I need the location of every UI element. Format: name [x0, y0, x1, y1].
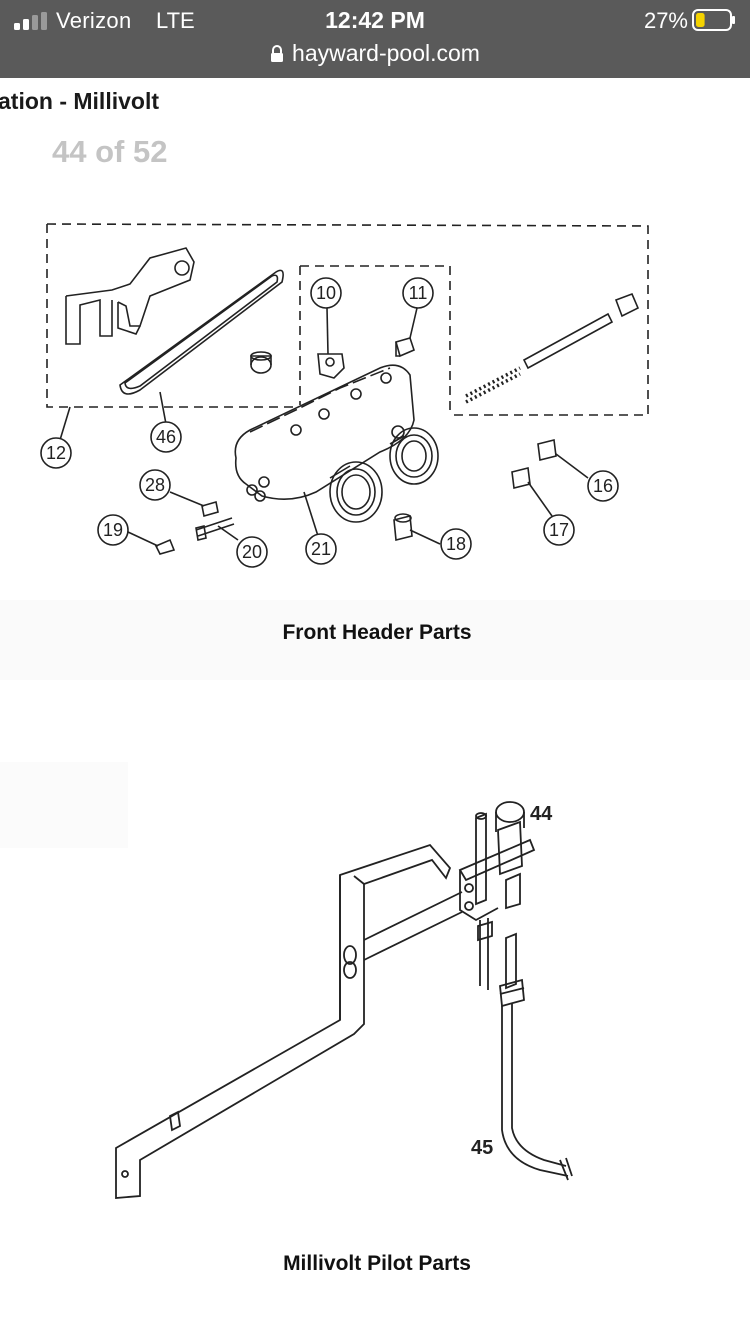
callout-16: 16 [593, 476, 613, 496]
document-header: ation - Millivolt 44 of 52 [0, 78, 750, 180]
figure-caption-millivolt-pilot: Millivolt Pilot Parts [283, 1252, 471, 1275]
callout-21: 21 [311, 539, 331, 559]
lock-icon [271, 44, 284, 62]
front-header-parts-diagram: 10 11 12 46 28 19 20 21 18 16 17 [40, 223, 649, 568]
callout-46: 46 [156, 427, 176, 447]
callout-10: 10 [316, 283, 336, 303]
shaded-region [0, 762, 128, 848]
status-time: 12:42 PM [325, 7, 425, 33]
callout-19: 19 [103, 520, 123, 540]
carrier-name: Verizon [56, 8, 132, 33]
battery-icon [692, 9, 735, 31]
figure-caption-front-header: Front Header Parts [282, 621, 472, 644]
network-type: LTE [156, 8, 195, 33]
caption-band [0, 600, 750, 680]
address-bar[interactable]: hayward-pool.com [0, 40, 750, 70]
callout-20: 20 [242, 542, 262, 562]
millivolt-pilot-parts-diagram: 44 45 [115, 801, 573, 1199]
cellular-signal-icon [14, 12, 47, 30]
url-text[interactable]: hayward-pool.com [292, 40, 480, 66]
page-counter: 44 of 52 [52, 134, 168, 169]
battery-percentage: 27% [643, 8, 688, 33]
callout-44: 44 [530, 803, 553, 825]
callout-11: 11 [409, 283, 428, 303]
callout-28: 28 [145, 475, 165, 495]
document-title: ation - Millivolt [0, 88, 159, 114]
callout-45: 45 [471, 1137, 493, 1159]
status-bar: Verizon LTE 12:42 PM 27% hayward-pool.co… [0, 0, 750, 78]
callout-18: 18 [446, 534, 466, 554]
callout-17: 17 [549, 520, 569, 540]
callout-12: 12 [46, 443, 66, 463]
